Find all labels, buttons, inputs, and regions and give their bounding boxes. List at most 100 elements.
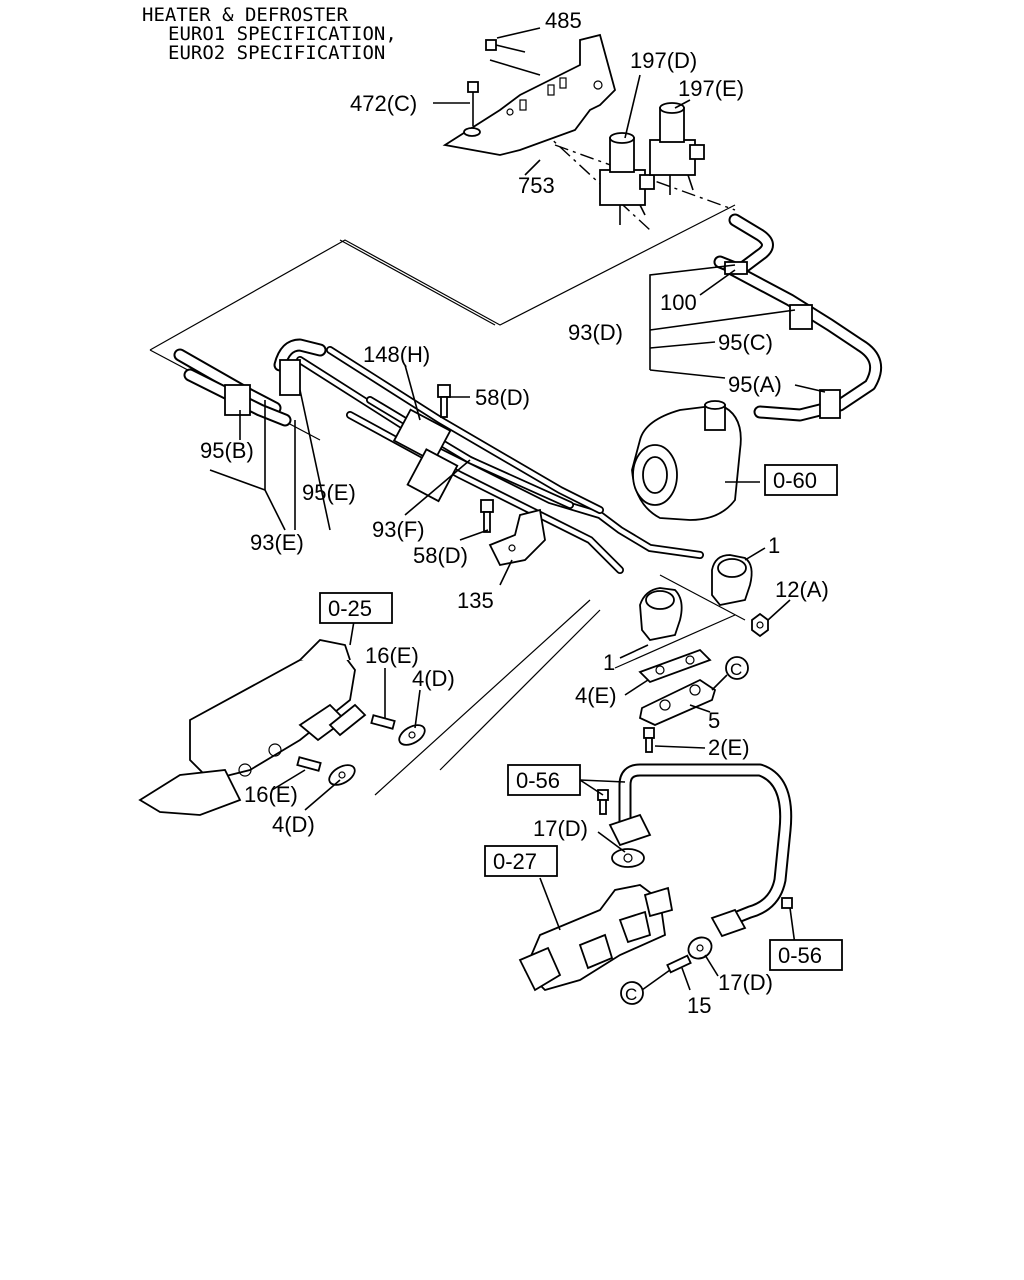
leader-056-top-b xyxy=(579,779,604,796)
clip-95c xyxy=(789,304,813,330)
leader-197e xyxy=(674,99,691,109)
label-1-right: 1 xyxy=(768,533,780,558)
hose-outline-frame xyxy=(149,204,736,351)
label-95e: 95(E) xyxy=(302,480,356,505)
leader-027 xyxy=(539,877,561,931)
assembly-line-d xyxy=(374,599,591,796)
bolt-2e xyxy=(643,727,655,753)
exhaust-manifold-025 xyxy=(138,639,367,816)
label-135: 135 xyxy=(457,588,494,613)
hose-outline-frame-3 xyxy=(339,239,496,326)
clip-95a xyxy=(819,389,841,419)
label-472c: 472(C) xyxy=(350,91,417,116)
egr-pipe-056 xyxy=(608,763,793,938)
leader-95e xyxy=(299,389,331,531)
nut-12a xyxy=(751,612,769,638)
bolt-58d-bottom xyxy=(480,499,494,533)
leader-056-top-a xyxy=(579,779,626,783)
circle-ref-c-upper-label: C xyxy=(730,660,742,679)
leader-197d xyxy=(624,74,641,139)
leader-15 xyxy=(681,967,691,991)
label-148h: 148(H) xyxy=(363,342,430,367)
leader-4d-top xyxy=(414,689,421,729)
ref-label-027: 0-27 xyxy=(493,849,537,874)
leader-95c xyxy=(649,341,716,349)
gasket-4d-bottom xyxy=(328,764,356,786)
label-5: 5 xyxy=(708,708,720,733)
clip-95b xyxy=(224,384,251,416)
valve-197d xyxy=(599,132,655,225)
leader-1-left xyxy=(619,644,649,659)
title-line-2: EURO1 SPECIFICATION, xyxy=(168,23,397,45)
leader-148h xyxy=(404,364,421,421)
label-17d-top: 17(D) xyxy=(533,816,588,841)
label-2e: 2(E) xyxy=(708,735,750,760)
leader-1-right xyxy=(744,547,766,561)
exhaust-manifold-027 xyxy=(518,884,674,992)
leader-93e-b xyxy=(264,489,286,531)
gasket-17d-top xyxy=(611,848,645,868)
leader-17d-bottom xyxy=(704,954,719,977)
label-15: 15 xyxy=(687,993,711,1018)
title-line-3: EURO2 SPECIFICATION xyxy=(168,42,385,64)
label-95c: 95(C) xyxy=(718,330,773,355)
label-4d-top: 4(D) xyxy=(412,666,455,691)
stud-16e-top xyxy=(370,714,396,730)
label-16e-top: 16(E) xyxy=(365,643,419,668)
hose-93e-2 xyxy=(185,370,290,425)
leader-95a-a xyxy=(649,369,726,379)
leader-c-upper xyxy=(711,674,728,691)
label-753: 753 xyxy=(518,173,555,198)
assembly-line-f xyxy=(614,614,736,669)
pipe-148h-d xyxy=(367,397,573,508)
label-93d: 93(D) xyxy=(568,320,623,345)
pipe-148h-c xyxy=(347,412,623,573)
leader-93d xyxy=(649,309,796,331)
clip-95e xyxy=(279,359,301,396)
pipe-clip-93f xyxy=(406,448,459,503)
bracket-753 xyxy=(442,33,617,156)
pipe-clip-148h xyxy=(392,408,452,463)
circle-ref-c-upper: C xyxy=(725,656,749,680)
ref-box-056-bottom: 0-56 xyxy=(769,939,843,971)
bracket-135 xyxy=(488,508,546,567)
leader-056-bottom xyxy=(789,907,796,946)
label-1-left: 1 xyxy=(603,650,615,675)
label-4d-bottom: 4(D) xyxy=(272,812,315,837)
label-58d-bottom: 58(D) xyxy=(413,543,468,568)
gasket-4d-top xyxy=(398,724,426,746)
leader-4e xyxy=(624,679,649,696)
ref-label-056-bottom: 0-56 xyxy=(778,943,822,968)
leader-753 xyxy=(524,159,541,176)
bolt-056-bottom xyxy=(781,897,793,909)
label-95b: 95(B) xyxy=(200,438,254,463)
pipe-148h-b xyxy=(327,347,603,513)
leader-100 xyxy=(699,269,736,296)
leader-93f xyxy=(404,459,471,516)
bolt-58d-top xyxy=(437,384,451,418)
leader-58d-bottom xyxy=(459,529,489,541)
ref-label-025: 0-25 xyxy=(328,596,372,621)
egr-valve-left xyxy=(639,587,683,641)
circle-ref-c-lower-label: C xyxy=(625,985,637,1004)
gasket-17d-bottom xyxy=(687,936,713,960)
hose-upper-loop xyxy=(715,215,772,275)
leader-5 xyxy=(689,704,711,713)
label-485: 485 xyxy=(545,8,582,33)
label-4e: 4(E) xyxy=(575,683,617,708)
label-93f: 93(F) xyxy=(372,517,425,542)
leader-2e xyxy=(654,745,706,749)
leader-c-lower xyxy=(641,969,671,991)
label-17d-bottom: 17(D) xyxy=(718,970,773,995)
assembly-line-a xyxy=(554,144,736,211)
leader-485 xyxy=(496,27,541,39)
leader-93d-bracket xyxy=(649,264,736,370)
leader-17d-top xyxy=(597,831,626,853)
label-197e: 197(E) xyxy=(678,76,744,101)
label-93e: 93(E) xyxy=(250,530,304,555)
leader-16e-bottom xyxy=(271,769,306,791)
hose-right-loop xyxy=(725,263,881,420)
leader-485b xyxy=(489,59,541,76)
